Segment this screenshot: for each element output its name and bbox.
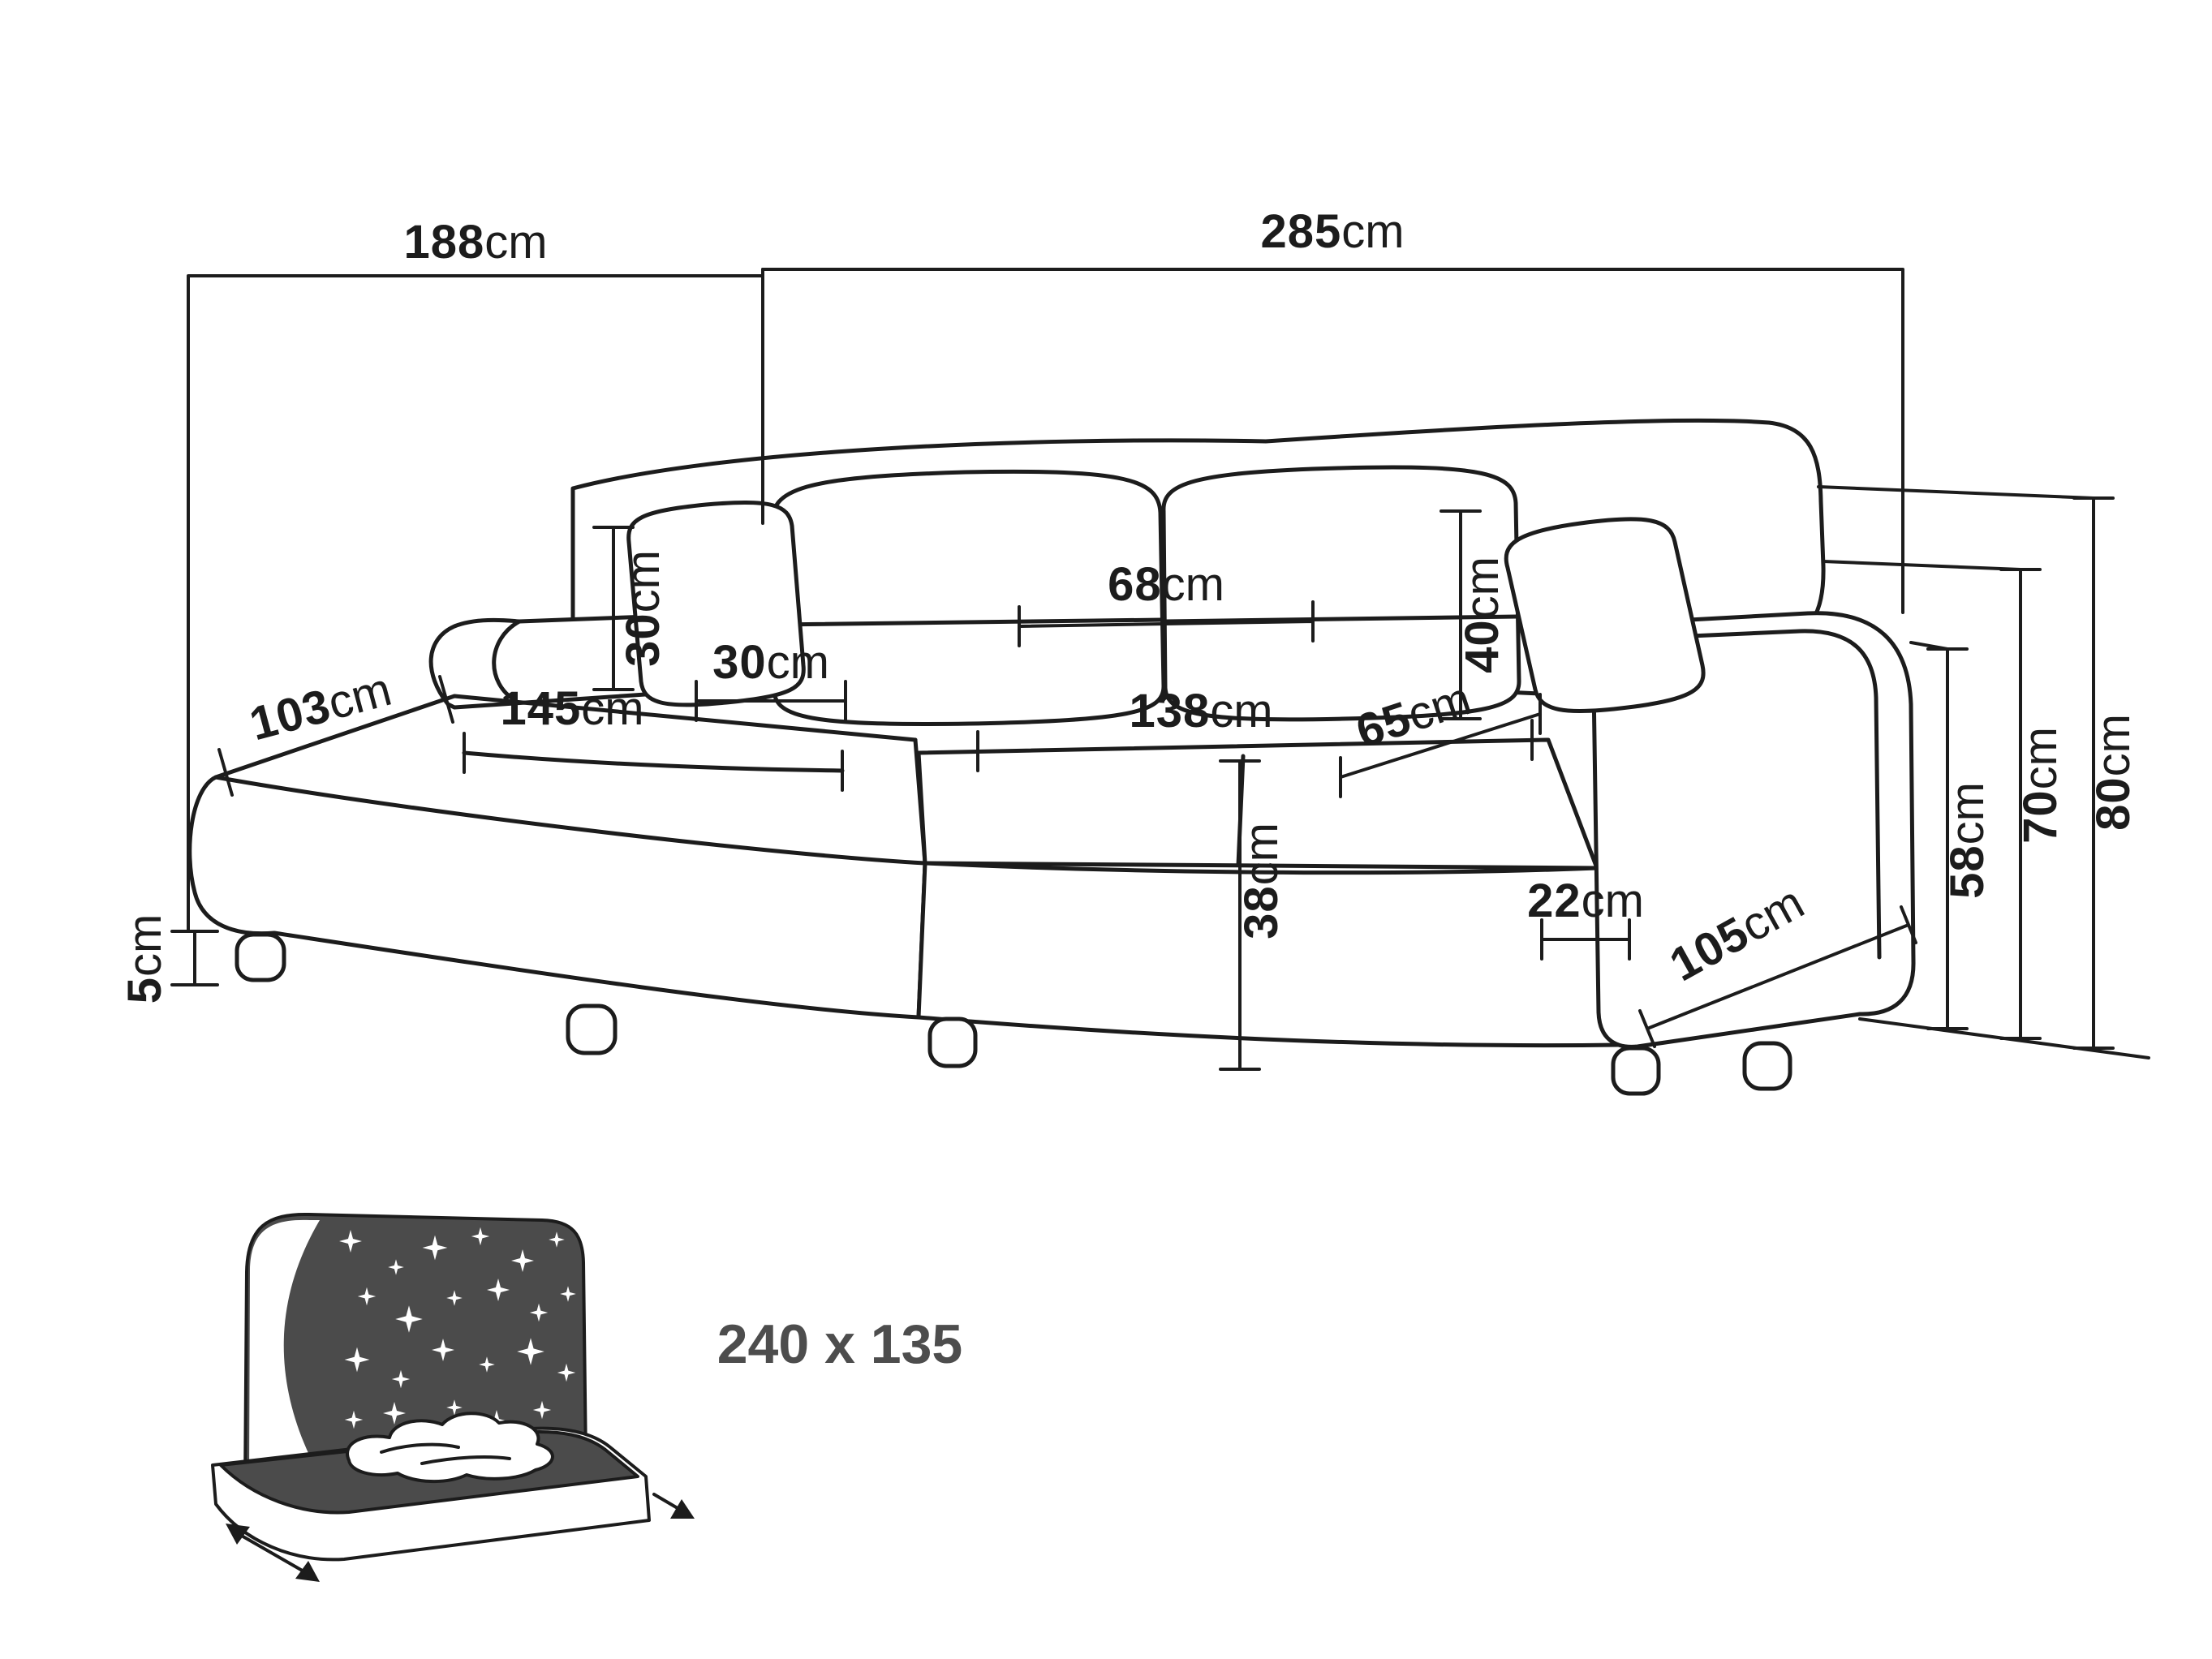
dim-seat-height: 38cm	[1219, 759, 1288, 1071]
dim-label-chaise-width: 188cm	[403, 216, 547, 269]
dim-chaise-depth: 103cm	[217, 663, 454, 797]
chaise-cushion-seam	[462, 750, 845, 773]
dim-armrest-width: 22cm	[1527, 875, 1644, 961]
dim-label-armrest-height: 58cm	[1941, 782, 1994, 899]
dim-pillow-width: 30cm	[695, 636, 847, 722]
dim-chaise-width: 188cm	[187, 216, 764, 931]
dim-label-back-cushion-width: 68cm	[1108, 558, 1224, 611]
dim-label-chaise-depth: 103cm	[244, 663, 397, 751]
chaise-section	[187, 694, 927, 1020]
dim-label-leg-height: 5cm	[118, 914, 171, 1004]
dim-label-backrest-height: 70cm	[2014, 727, 2067, 844]
pillow-right	[1504, 517, 1706, 714]
sleeping-size-label: 240 x 135	[717, 1313, 963, 1375]
dim-height-lines: 58cm 70cm 80cm	[1817, 485, 2150, 1059]
dim-total-width: 285cm	[761, 205, 1904, 614]
back-cushion-right	[1161, 465, 1521, 722]
dim-label-pillow-width: 30cm	[712, 636, 829, 689]
dim-back-cushion-height: 40cm	[1440, 509, 1508, 720]
dim-label-seat-width: 138cm	[1129, 685, 1272, 737]
leg	[1742, 1041, 1792, 1091]
leg	[566, 1004, 618, 1055]
bed-blanket	[346, 1412, 554, 1483]
dim-back-cushion-width: 68cm	[1018, 558, 1315, 647]
back-cushion-left	[770, 469, 1166, 726]
moon-icon	[249, 1219, 325, 1485]
dim-pillow-height: 30cm	[592, 526, 669, 691]
sofa-line-drawing	[187, 418, 1916, 1096]
dim-label-chaise-cushion-length: 145cm	[500, 682, 643, 735]
dim-seat-width: 138cm	[976, 685, 1534, 772]
dim-label-seat-height: 38cm	[1235, 823, 1288, 939]
sofa-bed-function-icon: 240 x 135	[211, 1212, 963, 1582]
pillow-left	[626, 500, 806, 707]
leg	[1611, 1046, 1661, 1096]
dim-label-armrest-width: 22cm	[1527, 875, 1644, 927]
dim-label-total-width: 285cm	[1260, 205, 1404, 258]
dim-label-pillow-height: 30cm	[617, 550, 669, 667]
dim-chaise-cushion-length: 145cm	[463, 682, 844, 792]
sofa-legs	[235, 932, 1792, 1096]
dim-label-back-cushion-height: 40cm	[1456, 557, 1508, 673]
leg	[927, 1016, 978, 1068]
dim-label-total-height: 80cm	[2087, 714, 2140, 831]
dim-leg-height: 5cm	[118, 914, 219, 1004]
leg	[235, 932, 286, 982]
unfold-arrows-icon	[226, 1493, 695, 1582]
